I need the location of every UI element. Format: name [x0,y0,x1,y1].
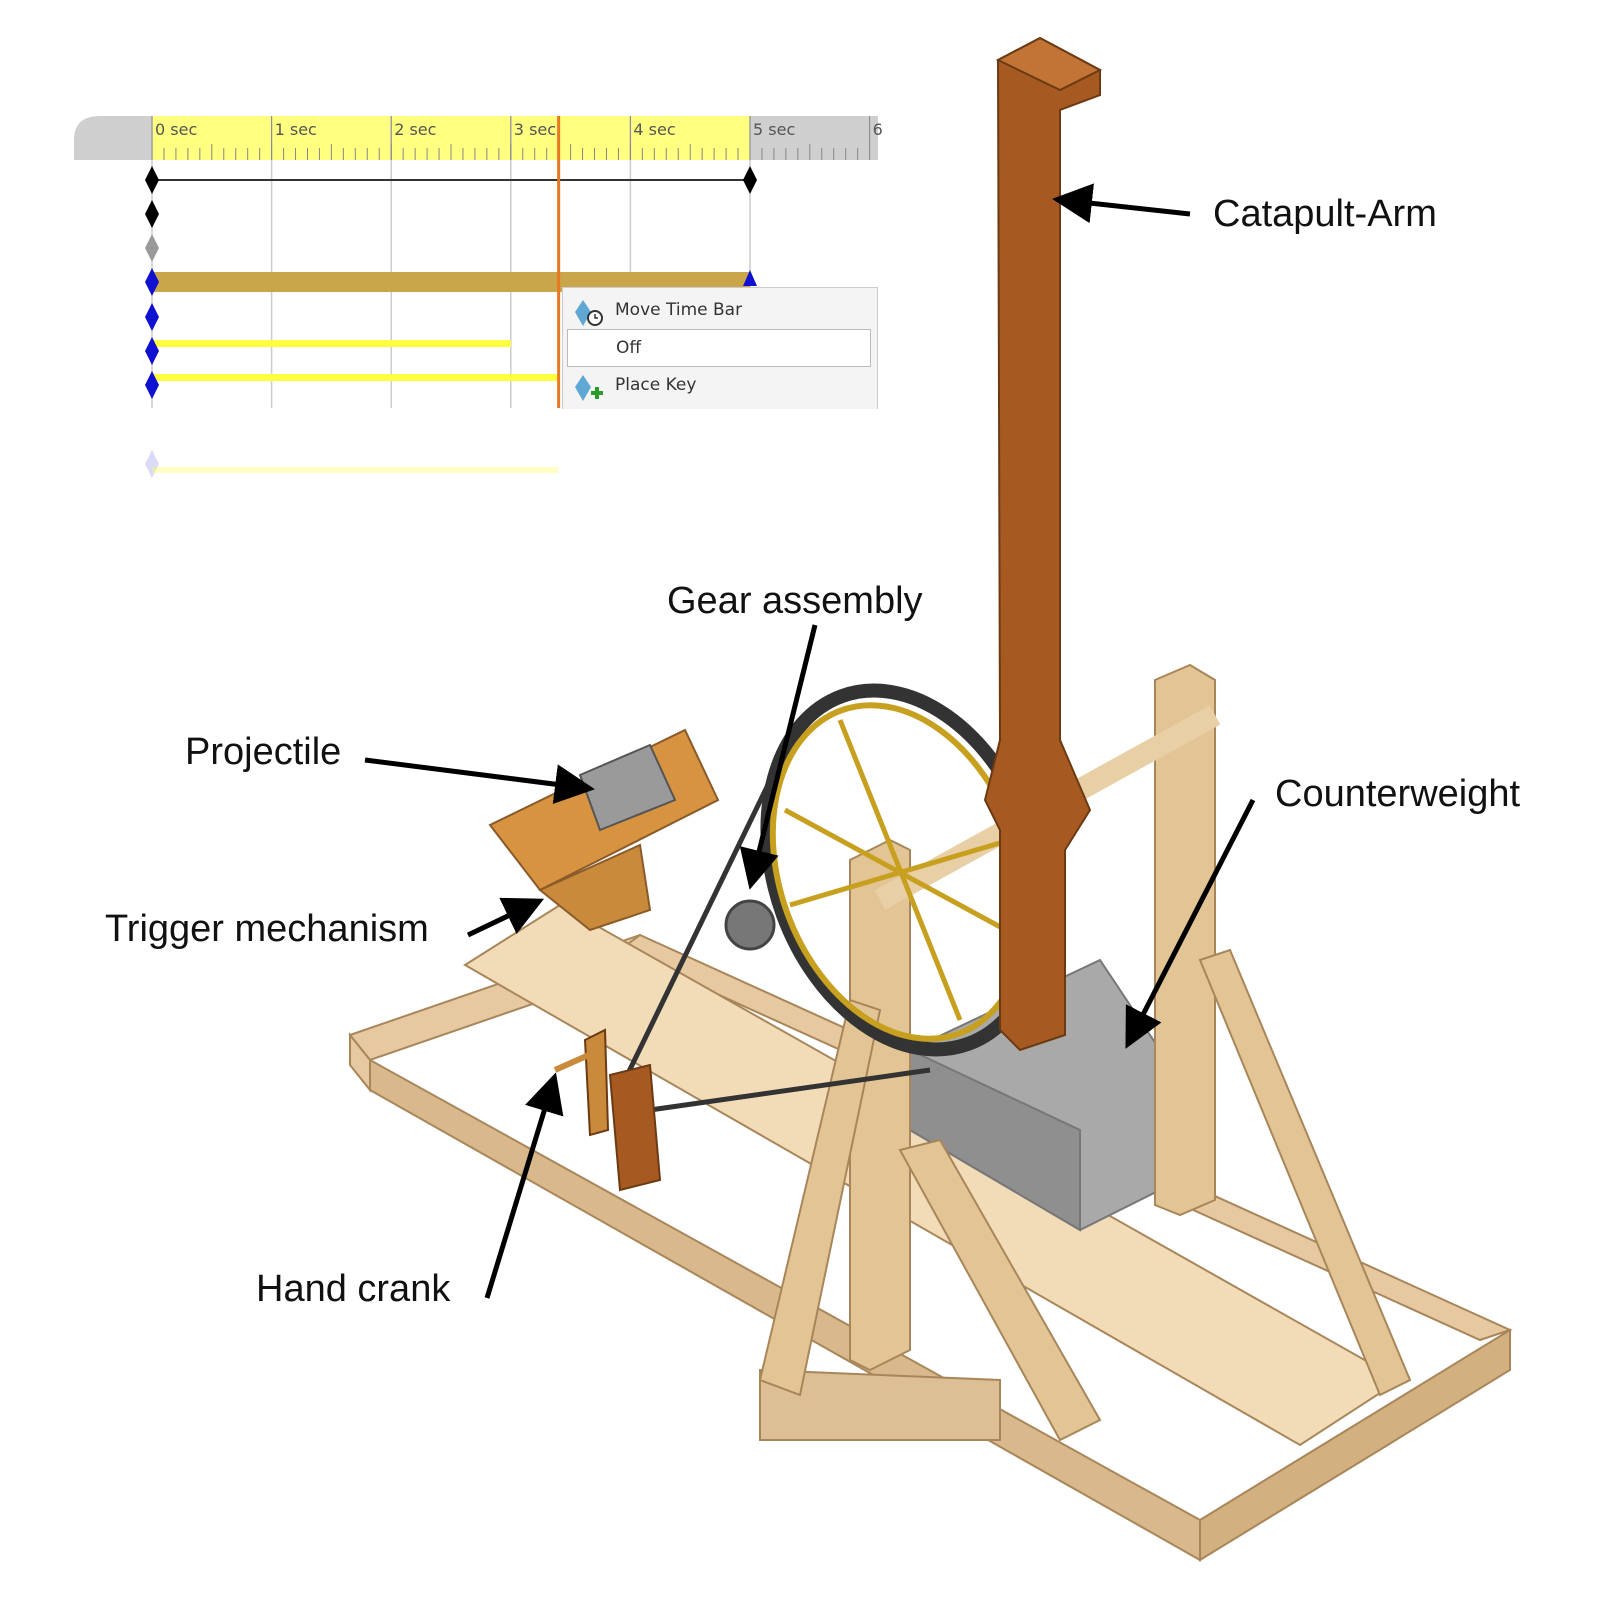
uprights [758,663,1412,1442]
arrow-projectile [364,757,595,805]
arrow-gear-assembly [739,624,818,890]
hand-crank [553,1028,662,1192]
label-trigger-mechanism: Trigger mechanism [105,908,429,950]
tick-label: 6 [872,120,883,139]
arrow-trigger [466,897,545,938]
reflection-diamond [145,450,159,478]
tick-label: 2 sec [394,120,437,139]
arrow-catapult-arm [1052,183,1191,224]
yellow-change-bar [152,340,511,347]
reflection-bar [152,467,559,473]
ruler-left-cap [74,116,152,160]
catapult-arm [983,36,1103,1052]
label-hand-crank: Hand crank [256,1268,451,1310]
key-diamond [743,166,757,194]
label-counterweight: Counterweight [1275,773,1521,815]
key-diamond [145,166,159,194]
key-diamond [145,303,159,331]
trigger-and-projectile [488,728,720,932]
key-diamond [145,200,159,228]
label-projectile: Projectile [185,731,342,773]
tick-label: 3 sec [513,120,557,139]
diamond-clock-icon [575,300,603,326]
menu-item-place-key[interactable]: Place Key [563,367,877,403]
ruler-inactive-range [750,116,878,160]
timeline-canvas[interactable] [0,0,900,520]
animation-timeline[interactable]: 0 sec 1 sec 2 sec 3 sec 4 sec 5 sec 6 Move Tim… [0,0,900,520]
key-diamond [145,268,159,296]
tick-label: 0 sec [155,120,198,139]
yellow-change-bar [152,374,559,381]
diamond-plus-icon [575,375,603,401]
callout-arrows [364,183,1256,1299]
menu-item-off[interactable]: Off [567,329,871,367]
menu-item-move-time-bar[interactable]: Move Time Bar [563,292,877,328]
key-diamond [145,371,159,399]
arrow-hand-crank [484,1072,564,1299]
tick-label: 4 sec [633,120,676,139]
tick-label: 1 sec [274,120,317,139]
label-gear-assembly: Gear assembly [667,580,923,622]
key-diamond [145,337,159,365]
context-menu: Move Time Bar Off Place Key [562,287,878,409]
label-catapult-arm: Catapult-Arm [1213,193,1437,235]
key-diamond [145,234,159,262]
key-diamond [743,270,757,286]
tick-label: 5 sec [753,120,796,139]
arrow-counterweight [1125,798,1256,1049]
